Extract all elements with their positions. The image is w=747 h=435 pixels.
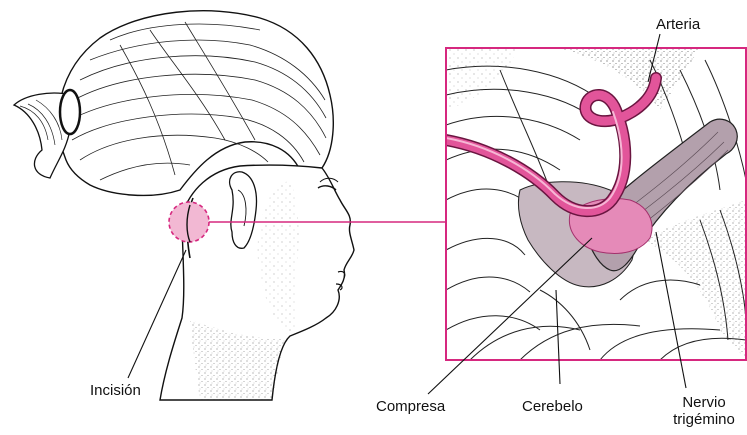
label-cerebellum: Cerebelo [522, 398, 583, 415]
label-incision: Incisión [90, 382, 141, 399]
label-artery: Arteria [656, 16, 700, 33]
label-nerve: Nervio trigémino [664, 394, 744, 428]
label-compress: Compresa [376, 398, 445, 415]
hair-tie [60, 90, 80, 134]
label-nerve-line1: Nervio [664, 394, 744, 411]
inset-view [446, 48, 746, 360]
label-nerve-line2: trigémino [664, 411, 744, 428]
